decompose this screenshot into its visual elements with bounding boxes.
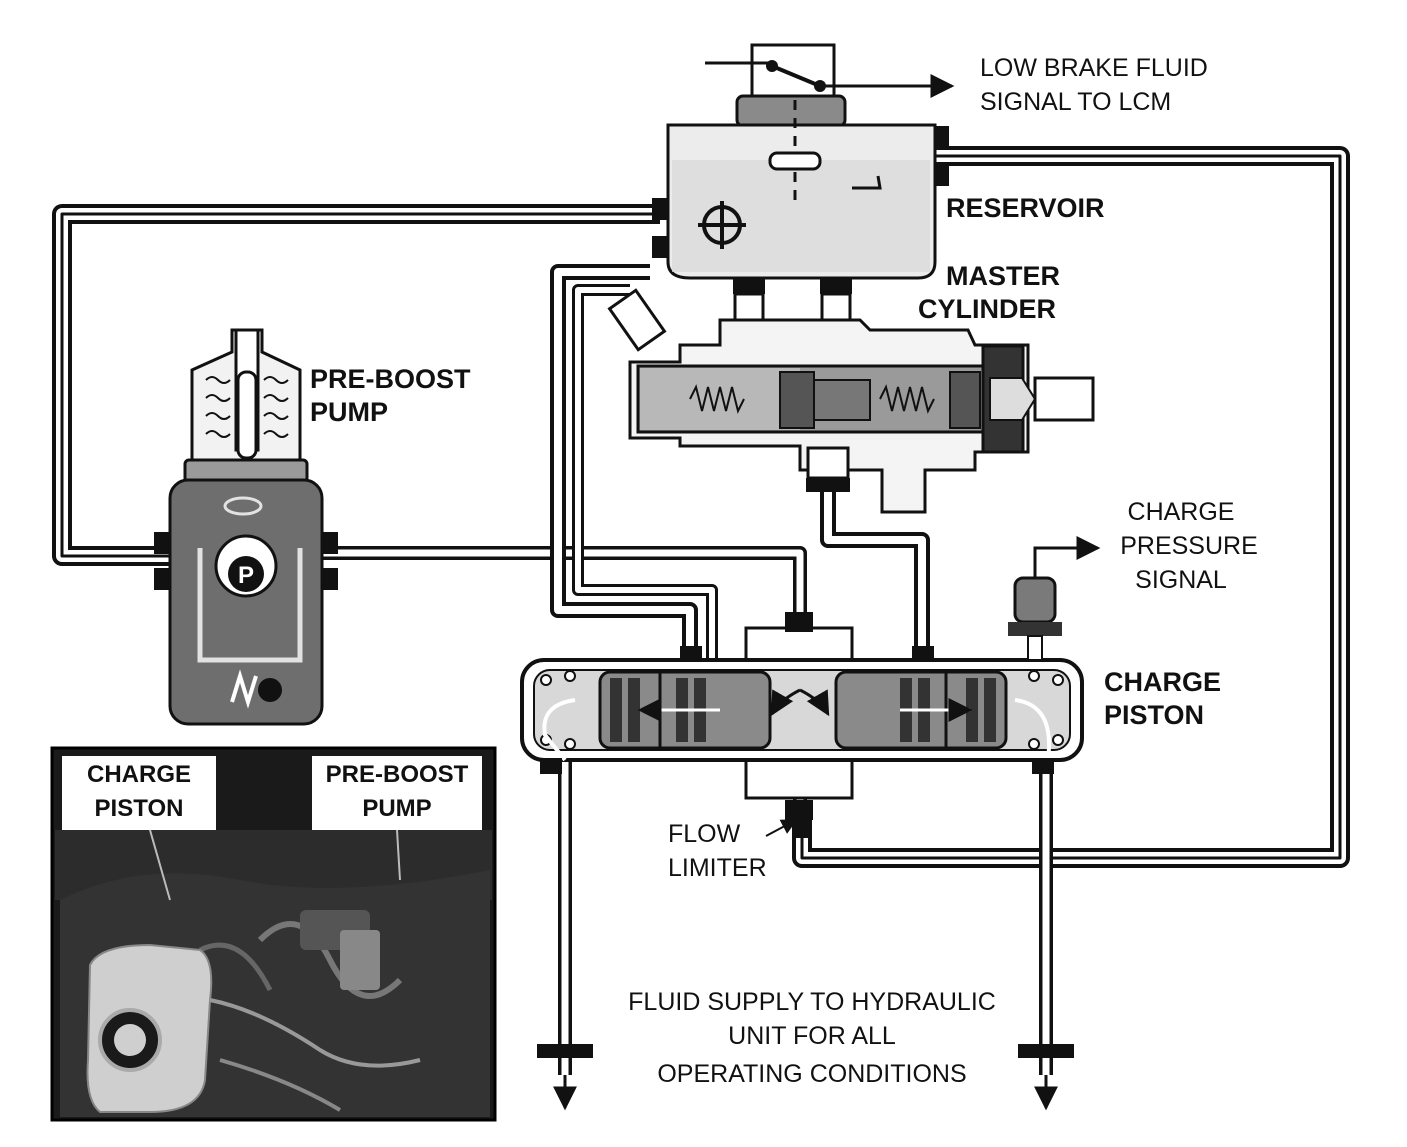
hydraulic-lines xyxy=(52,146,1350,1111)
line-reservoir-to-pump xyxy=(52,204,660,566)
reservoir-label: RESERVOIR xyxy=(946,193,1105,223)
supply-label-2: UNIT FOR ALL xyxy=(728,1022,896,1050)
flow-limiter-label-2: LIMITER xyxy=(668,854,767,882)
master-cylinder xyxy=(607,288,1095,514)
low-fluid-label-2: SIGNAL TO LCM xyxy=(980,88,1171,116)
pre-boost-label-2: PUMP xyxy=(310,397,388,427)
flow-limiter xyxy=(792,812,810,838)
charge-signal-label-3: SIGNAL xyxy=(1135,566,1227,594)
pump-symbol: P xyxy=(238,562,254,589)
photo-label-charge-2: PISTON xyxy=(95,795,184,822)
master-cylinder-label-1: MASTER xyxy=(946,261,1060,291)
flow-limiter-label-1: FLOW xyxy=(668,820,741,848)
photo-label-charge-1: CHARGE xyxy=(87,761,191,788)
charge-signal-label-1: CHARGE xyxy=(1128,498,1235,526)
line-master-to-charge-right xyxy=(820,490,930,660)
charge-signal-label-2: PRESSURE xyxy=(1120,532,1258,560)
supply-label-3: OPERATING CONDITIONS xyxy=(657,1060,966,1088)
engine-bay-photo: CHARGE PISTON PRE-BOOST PUMP xyxy=(50,746,497,1122)
line-return-loop xyxy=(792,146,1350,868)
labels: LOW BRAKE FLUID SIGNAL TO LCM RESERVOIR … xyxy=(310,54,1258,1088)
low-fluid-label-1: LOW BRAKE FLUID xyxy=(980,54,1208,82)
pre-boost-pump: P xyxy=(154,328,338,726)
charge-piston xyxy=(520,536,1101,820)
photo-label-pump-2: PUMP xyxy=(362,795,431,822)
pre-boost-label-1: PRE-BOOST xyxy=(310,364,471,394)
supply-label-1: FLUID SUPPLY TO HYDRAULIC xyxy=(628,988,996,1016)
charge-piston-label-1: CHARGE xyxy=(1104,667,1221,697)
photo-label-pump-1: PRE-BOOST xyxy=(326,761,469,788)
charge-piston-label-2: PISTON xyxy=(1104,700,1204,730)
line-master-to-charge-left xyxy=(550,264,698,660)
line-master-to-charge-left-inner xyxy=(572,284,718,660)
master-cylinder-label-2: CYLINDER xyxy=(918,294,1056,324)
flow-limiter-pointer xyxy=(765,819,798,837)
reservoir xyxy=(652,43,955,322)
